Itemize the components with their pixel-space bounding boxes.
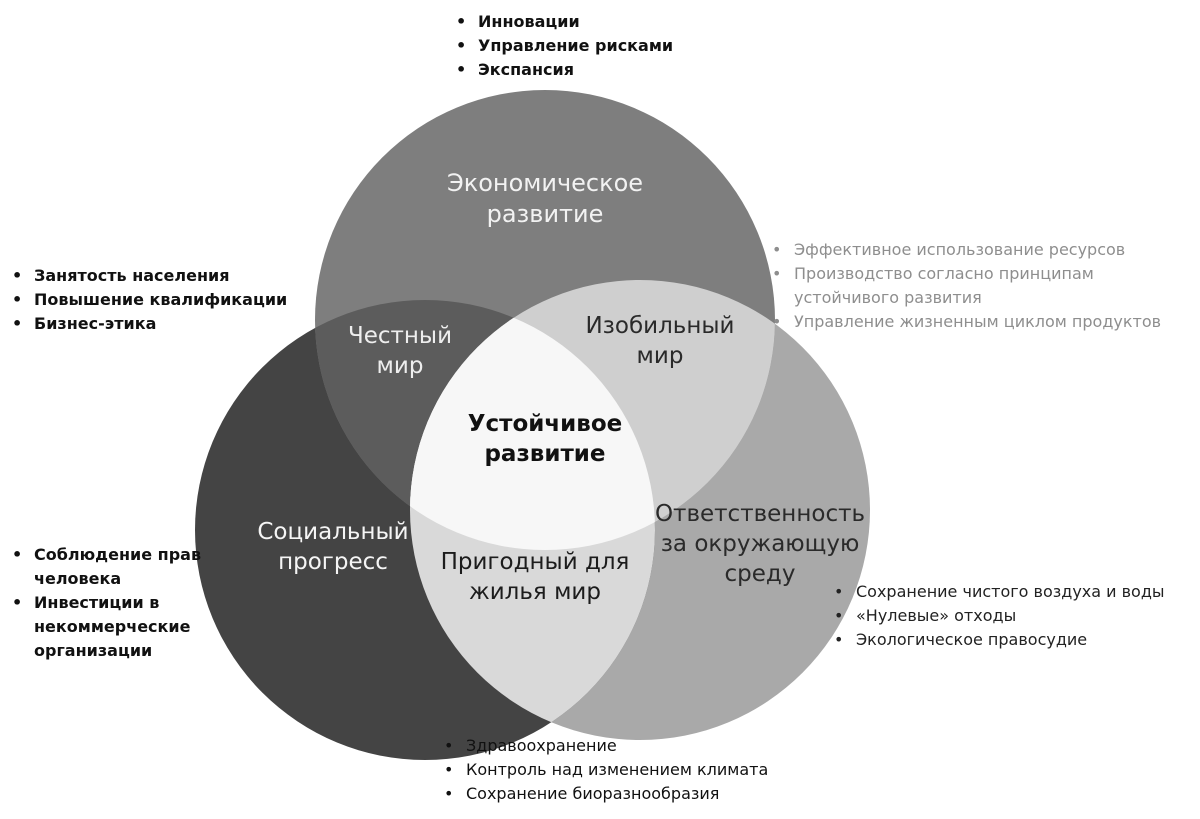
social-bullet-list: Соблюдение прав человека Инвестиции в не… <box>8 543 248 663</box>
honest-world-label: Честный мир <box>347 323 453 379</box>
social-progress-label: Социальный прогресс <box>257 519 409 575</box>
livable-world-bullet-list: Здравоохранение Контроль над изменением … <box>440 734 860 806</box>
economic-development-label: Экономическое развитие <box>446 169 644 229</box>
list-item: Повышение квалификации <box>8 288 328 312</box>
environmental-responsibility-label: Ответственность за окружающую среду <box>654 501 866 587</box>
list-item: Сохранение чистого воздуха и воды <box>830 580 1190 604</box>
list-item: Управление рисками <box>452 34 752 58</box>
list-item: Экспансия <box>452 58 752 82</box>
list-item: Здравоохранение <box>440 734 860 758</box>
list-item: Инвестиции в некоммерческие организации <box>8 591 248 663</box>
list-item: Бизнес-этика <box>8 312 328 336</box>
abundant-world-bullet-list: Эффективное использование ресурсов Произ… <box>768 238 1198 334</box>
list-item: Сохранение биоразнообразия <box>440 782 860 806</box>
environmental-bullet-list: Сохранение чистого воздуха и воды «Нулев… <box>830 580 1190 652</box>
list-item: Эффективное использование ресурсов <box>768 238 1198 262</box>
list-item: Соблюдение прав человека <box>8 543 248 591</box>
list-item: «Нулевые» отходы <box>830 604 1190 628</box>
list-item: Управление жизненным циклом продуктов <box>768 310 1198 334</box>
economic-bullet-list: Инновации Управление рисками Экспансия <box>452 10 752 82</box>
honest-world-bullet-list: Занятость населения Повышение квалификац… <box>8 264 328 336</box>
list-item: Контроль над изменением климата <box>440 758 860 782</box>
list-item: Инновации <box>452 10 752 34</box>
livable-world-label: Пригодный для жилья мир <box>440 549 630 605</box>
abundant-world-label: Изобильный мир <box>585 313 735 369</box>
list-item: Производство согласно принципам устойчив… <box>768 262 1198 310</box>
region-center <box>410 300 655 550</box>
list-item: Экологическое правосудие <box>830 628 1190 652</box>
list-item: Занятость населения <box>8 264 328 288</box>
sustainable-development-label: Устойчивое развитие <box>467 411 623 467</box>
